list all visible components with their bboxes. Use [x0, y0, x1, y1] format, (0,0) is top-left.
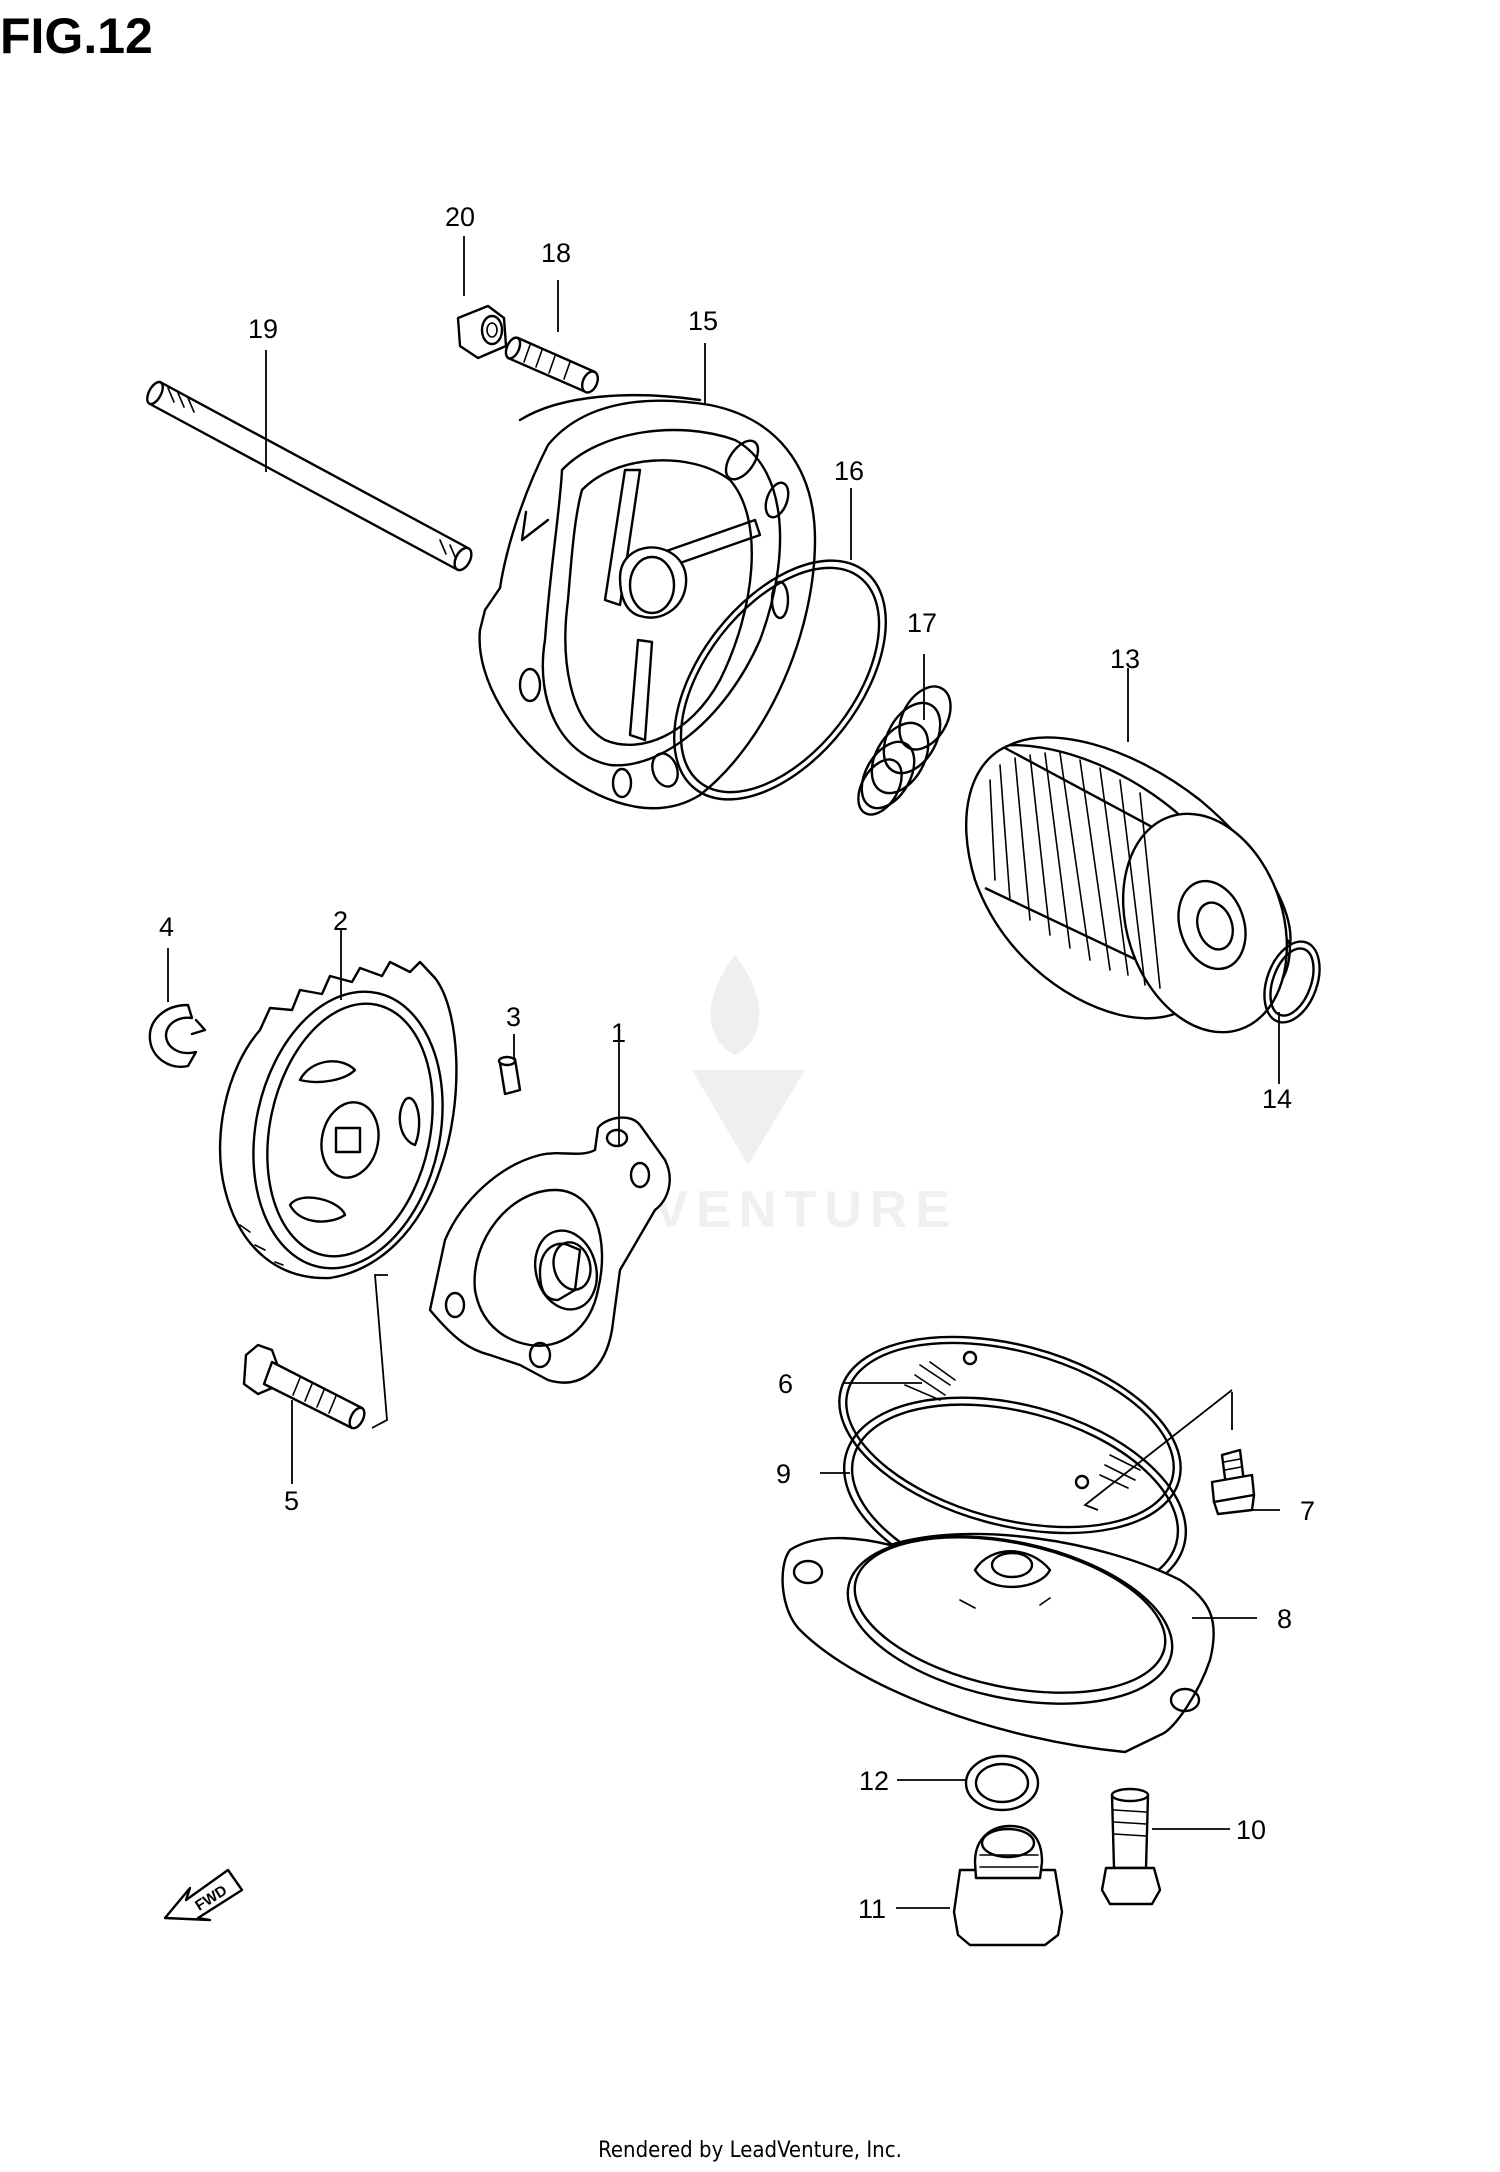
figure-title: FIG.12 [0, 8, 153, 64]
callout-8: 8 [1277, 1604, 1292, 1634]
part-4-circlip [148, 1003, 207, 1068]
callout-5: 5 [284, 1486, 299, 1516]
callout-1: 1 [611, 1018, 626, 1048]
callout-13: 13 [1110, 644, 1140, 674]
part-19-long-bolt [146, 380, 473, 572]
callout-19: 19 [248, 314, 278, 344]
callout-17: 17 [907, 608, 937, 638]
part-12-washer [964, 1754, 1040, 1812]
part-10-bolt [1100, 1787, 1162, 1906]
callout-15: 15 [688, 306, 718, 336]
part-1-oil-pump [428, 1116, 671, 1384]
callout-2: 2 [333, 906, 348, 936]
fwd-arrow-icon: FWD [163, 1868, 244, 1922]
callout-3: 3 [506, 1002, 521, 1032]
part-3-pin [497, 1055, 522, 1096]
part-2-gear [218, 960, 458, 1280]
part-20-cap-nut [456, 304, 508, 360]
part-11-drain-plug [952, 1824, 1064, 1947]
callout-20: 20 [445, 202, 475, 232]
callout-11: 11 [858, 1894, 886, 1924]
callout-18: 18 [541, 238, 571, 268]
part-5-bolt [242, 1274, 388, 1430]
callout-6: 6 [778, 1369, 793, 1399]
part-17-spring [857, 685, 952, 816]
callout-14: 14 [1262, 1084, 1292, 1114]
callout-16: 16 [834, 456, 864, 486]
callout-10: 10 [1236, 1815, 1266, 1845]
callout-7: 7 [1300, 1496, 1315, 1526]
part-14-o-ring [1263, 940, 1321, 1024]
part-6-strainer-screen [838, 1335, 1182, 1535]
part-13-oil-filter [964, 736, 1292, 1034]
part-18-stud [504, 336, 600, 394]
callout-9: 9 [776, 1459, 791, 1489]
part-7-screw [1210, 1448, 1256, 1516]
callout-12: 12 [859, 1766, 889, 1796]
part-8-oil-pan [781, 1532, 1215, 1754]
part-16-o-ring [673, 559, 887, 801]
leader-lines [167, 236, 1280, 1909]
footer-credit: Rendered by LeadVenture, Inc. [598, 2138, 902, 2163]
part-15-filter-cover [478, 394, 817, 810]
callout-numbers: 20 18 19 15 16 17 13 14 4 2 3 1 5 6 9 7 … [159, 202, 1315, 1924]
callout-4: 4 [159, 912, 174, 942]
watermark-logo [692, 955, 805, 1165]
